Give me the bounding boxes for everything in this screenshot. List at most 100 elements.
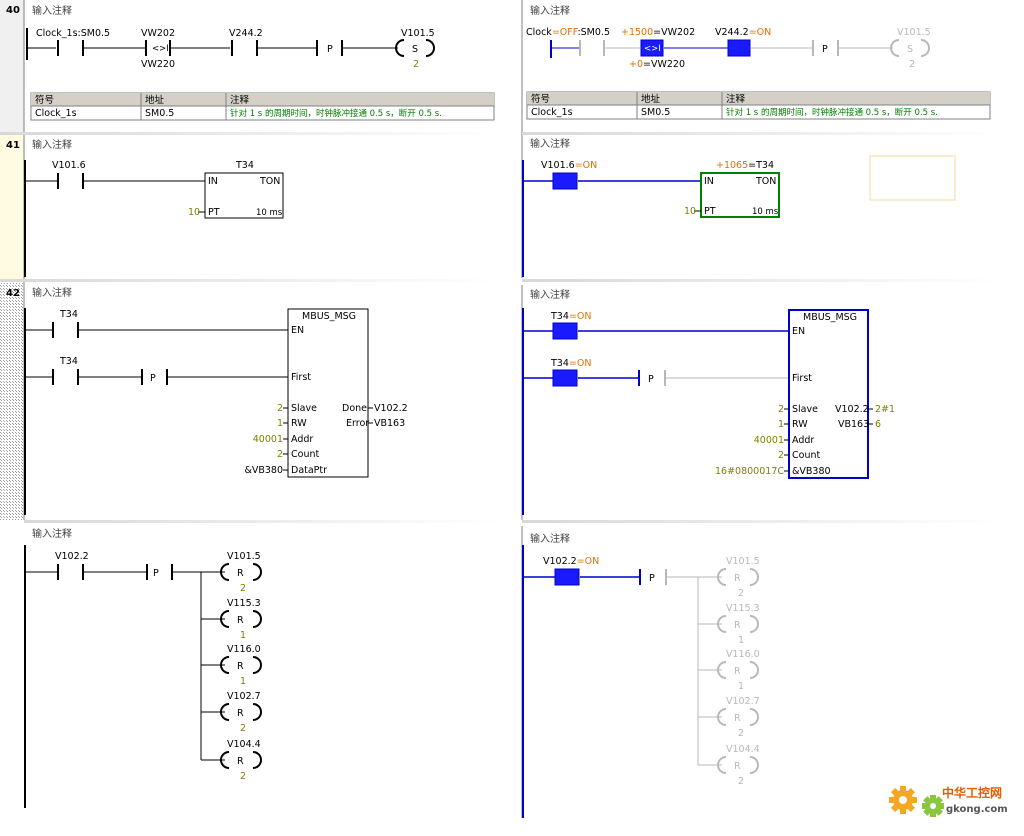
contact-address[interactable]: T34=ON (550, 311, 591, 322)
timer-box[interactable] (204, 172, 284, 219)
contact-address[interactable]: Clock=OFF:SM0.5 (526, 27, 610, 38)
network-comment[interactable]: 输入注释 (32, 138, 72, 151)
coil-address[interactable]: V104.4 (227, 739, 261, 750)
coil-address[interactable]: V101.5 (401, 28, 435, 39)
contact-address[interactable]: T34 (59, 309, 78, 320)
network-number[interactable]: 40 (6, 5, 20, 16)
contact-address[interactable]: V244.2 (229, 28, 263, 39)
contact-address[interactable]: T34=ON (550, 358, 591, 369)
address-cell[interactable]: SM0.5 (145, 108, 174, 119)
symbol-cell[interactable]: Clock_1s (35, 108, 77, 119)
pin-value[interactable]: VB163 (374, 418, 405, 429)
network-41-rung[interactable]: V101.6 T34 IN TON 10 PT 10 ms (25, 160, 284, 219)
coil-address[interactable]: V116.0 (227, 644, 261, 655)
contact-energized[interactable] (552, 322, 578, 340)
compare-contact-energized[interactable] (640, 39, 664, 57)
box-name[interactable]: MBUS_MSG (302, 311, 356, 322)
pin-value[interactable]: 2 (778, 450, 784, 461)
contact-address[interactable]: V101.6=ON (541, 160, 597, 171)
pin-value[interactable]: 2 (277, 449, 283, 460)
network-comment[interactable]: 输入注释 (530, 288, 570, 301)
contact-energized[interactable] (727, 39, 751, 57)
pin-value[interactable]: 6 (875, 419, 881, 430)
pt-value[interactable]: 10 (188, 207, 200, 218)
pin-value[interactable]: 16#0800017C (715, 466, 784, 477)
contact-address[interactable]: V102.2 (55, 551, 89, 562)
network-number[interactable]: 41 (6, 140, 20, 151)
coil-count[interactable]: 2 (909, 59, 915, 70)
coil-count[interactable]: 2 (738, 588, 744, 599)
timer-box-active[interactable] (700, 172, 780, 218)
box-name[interactable]: MBUS_MSG (803, 312, 857, 323)
network-comment[interactable]: 输入注释 (530, 532, 570, 545)
coil-address[interactable]: V102.7 (726, 696, 760, 707)
coil-address[interactable]: V115.3 (726, 603, 760, 614)
coil-count[interactable]: 2 (240, 583, 246, 594)
coil-count[interactable]: 1 (240, 676, 246, 687)
pin-value[interactable]: 1 (277, 418, 283, 429)
compare-operand-1[interactable]: VW202 (141, 28, 175, 39)
timer-name[interactable]: +1065=T34 (716, 160, 774, 171)
coil-address[interactable]: V101.5 (897, 27, 931, 38)
pin-value[interactable]: &VB380 (244, 465, 283, 476)
network-gutter[interactable] (0, 283, 24, 520)
contact-address[interactable]: T34 (59, 356, 78, 367)
coil-address[interactable]: V101.5 (227, 551, 261, 562)
pin-value[interactable]: 2 (277, 403, 283, 414)
contact-address[interactable]: V102.2=ON (543, 556, 599, 567)
pin-value[interactable]: 2#1 (875, 404, 895, 415)
network-number[interactable]: 42 (6, 288, 20, 299)
pin-value[interactable]: V102.2 (374, 403, 408, 414)
network-gutter[interactable] (0, 135, 24, 280)
mbus-msg-box-active[interactable] (788, 309, 869, 479)
pin-value[interactable]: 40001 (754, 435, 784, 446)
network-comment[interactable]: 输入注释 (32, 527, 72, 540)
address-cell[interactable]: SM0.5 (641, 107, 670, 118)
pin-value[interactable]: 1 (778, 419, 784, 430)
symbol-cell[interactable]: Clock_1s (531, 107, 573, 118)
comment-cell[interactable]: 针对 1 s 的周期时间，时钟脉冲接通 0.5 s，断开 0.5 s. (230, 108, 442, 119)
coil-count[interactable]: 2 (413, 59, 419, 70)
coil-address[interactable]: V102.7 (227, 691, 261, 702)
contact-address[interactable]: Clock_1s:SM0.5 (36, 28, 110, 39)
compare-operand-2[interactable]: +0=VW220 (629, 59, 685, 70)
watermark-domain: gkong.com (946, 804, 1008, 815)
contact-energized[interactable] (554, 568, 580, 586)
network-43-rung[interactable]: V102.2 P R V101.5 2 R V115.3 1 (25, 551, 262, 782)
network-42-status[interactable]: T34=ON T34=ON P MBUS_MSG EN First Slave … (523, 309, 895, 479)
network-42-rung[interactable]: T34 T34 P MBUS_MSG EN First Slave RW Add… (25, 308, 408, 478)
coil-address[interactable]: V116.0 (726, 649, 760, 660)
coil-address[interactable]: V101.5 (726, 556, 760, 567)
comment-cell[interactable]: 针对 1 s 的周期时间，时钟脉冲接通 0.5 s，断开 0.5 s. (726, 107, 938, 118)
timer-name[interactable]: T34 (235, 160, 254, 171)
coil-type: R (734, 713, 741, 724)
coil-count[interactable]: 2 (240, 771, 246, 782)
coil-count[interactable]: 1 (240, 630, 246, 641)
coil-count[interactable]: 2 (738, 728, 744, 739)
coil-count[interactable]: 2 (240, 723, 246, 734)
pt-value[interactable]: 10 (684, 206, 696, 217)
network-41-status[interactable]: V101.6=ON +1065=T34 IN TON 10 PT 10 ms (523, 155, 956, 218)
coil-address[interactable]: V104.4 (726, 744, 760, 755)
pin-value[interactable]: 40001 (253, 434, 283, 445)
compare-operand-1[interactable]: +1500=VW202 (621, 27, 695, 38)
mbus-msg-box[interactable] (287, 308, 369, 478)
network-40-rung[interactable]: Clock_1s:SM0.5 <>I VW202 VW220 V244.2 P … (27, 28, 435, 70)
coil-count[interactable]: 1 (738, 681, 744, 692)
compare-operand-2[interactable]: VW220 (141, 59, 175, 70)
contact-energized[interactable] (552, 369, 578, 387)
network-gutter[interactable] (0, 0, 24, 133)
network-comment[interactable]: 输入注释 (32, 4, 72, 17)
contact-address[interactable]: V244.2=ON (715, 27, 771, 38)
network-43-status[interactable]: V102.2=ON P R V101.5 2 R V115.3 1 (523, 556, 760, 787)
network-comment[interactable]: 输入注释 (32, 286, 72, 299)
contact-energized[interactable] (552, 172, 578, 190)
coil-address[interactable]: V115.3 (227, 598, 261, 609)
pin-value[interactable]: 2 (778, 404, 784, 415)
network-comment[interactable]: 输入注释 (530, 4, 570, 17)
network-40-status[interactable]: Clock=OFF:SM0.5 <>I +1500=VW202 +0=VW220… (526, 27, 931, 70)
contact-address[interactable]: V101.6 (52, 160, 86, 171)
coil-count[interactable]: 2 (738, 776, 744, 787)
coil-count[interactable]: 1 (738, 635, 744, 646)
network-comment[interactable]: 输入注释 (530, 137, 570, 150)
